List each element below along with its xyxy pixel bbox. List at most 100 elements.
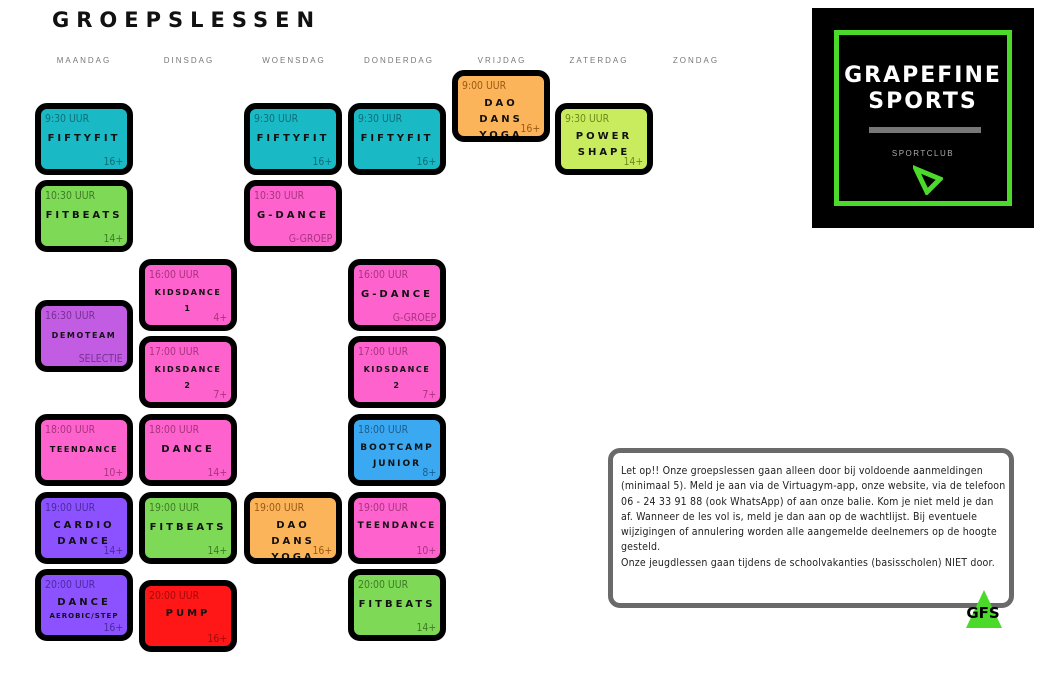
class-name: DAO DANS YOGA [271, 520, 315, 563]
notice-box: Let op!! Onze groepslessen gaan alleen d… [608, 448, 1014, 608]
class-time: 16:00 UUR [149, 268, 200, 281]
class-tag: 10+ [103, 466, 123, 479]
class-time: 19:00 UUR [149, 501, 200, 514]
day-header-maandag: MAANDAG [56, 56, 112, 65]
class-time: 9:30 UUR [565, 112, 610, 125]
class-tag: SELECTIE [79, 352, 123, 365]
class-time: 19:00 UUR [254, 501, 305, 514]
class-name: BOOTCAMP JUNIOR [360, 443, 434, 469]
class-time: 10:30 UUR [254, 189, 305, 202]
class-name: FIFTYFIT [47, 133, 121, 144]
class-card[interactable]: 19:00 UUR TEENDANCE 10+ [348, 492, 446, 564]
class-time: 9:00 UUR [462, 79, 507, 92]
class-time: 16:30 UUR [45, 309, 96, 322]
class-card[interactable]: 18:00 UUR TEENDANCE 10+ [35, 414, 133, 486]
class-name: DEMOTEAM [51, 331, 117, 340]
class-name: CARDIO DANCE [53, 520, 115, 547]
class-tag: 7+ [213, 388, 227, 401]
class-tag: 14+ [103, 544, 123, 557]
class-name: FIFTYFIT [360, 133, 434, 144]
class-tag: 16+ [416, 155, 436, 168]
class-name: DAO DANS YOGA [479, 98, 523, 141]
class-card[interactable]: 20:00 UUR FITBEATS 14+ [348, 569, 446, 641]
class-tag: G-GROEP [392, 311, 436, 324]
class-name: KIDSDANCE 2 [154, 365, 222, 390]
class-time: 20:00 UUR [358, 578, 409, 591]
gfs-badge-icon: GFS [966, 590, 1002, 628]
grapefine-logo: GRAPEFINE SPORTS SPORTCLUB [812, 8, 1034, 228]
class-name-sub: AEROBIC/STEP [49, 612, 119, 620]
day-header-zaterdag: ZATERDAG [569, 56, 629, 65]
class-time: 10:30 UUR [45, 189, 96, 202]
class-tag: 16+ [520, 122, 540, 135]
class-name: FITBEATS [45, 210, 123, 221]
class-time: 18:00 UUR [149, 423, 200, 436]
class-card[interactable]: 16:00 UUR KIDSDANCE 1 4+ [139, 259, 237, 331]
gfs-badge-text: GFS [966, 604, 999, 622]
class-card[interactable]: 19:00 UUR DAO DANS YOGA 16+ [244, 492, 342, 564]
class-tag: 14+ [416, 621, 436, 634]
class-tag: 4+ [213, 311, 227, 324]
logo-divider [869, 127, 981, 133]
class-name: POWER SHAPE [575, 131, 633, 158]
class-time: 20:00 UUR [45, 578, 96, 591]
day-header-donderdag: DONDERDAG [363, 56, 434, 65]
class-tag: 14+ [103, 232, 123, 245]
class-card[interactable]: 9:00 UUR DAO DANS YOGA 16+ [452, 70, 550, 142]
class-time: 16:00 UUR [358, 268, 409, 281]
class-time: 9:30 UUR [358, 112, 403, 125]
class-tag: 16+ [103, 621, 123, 634]
class-card[interactable]: 16:00 UUR G-DANCE G-GROEP [348, 259, 446, 331]
day-header-dinsdag: DINSDAG [163, 56, 215, 65]
class-name: TEENDANCE [357, 521, 437, 531]
class-card[interactable]: 9:30 UUR FIFTYFIT 16+ [348, 103, 446, 175]
class-name: FITBEATS [358, 599, 436, 610]
class-time: 20:00 UUR [149, 589, 200, 602]
class-name: DANCE [161, 444, 215, 455]
class-name: KIDSDANCE 1 [154, 288, 222, 313]
class-tag: 10+ [416, 544, 436, 557]
class-card[interactable]: 19:00 UUR FITBEATS 14+ [139, 492, 237, 564]
class-time: 19:00 UUR [45, 501, 96, 514]
class-card[interactable]: 16:30 UUR DEMOTEAM SELECTIE [35, 300, 133, 372]
logo-frame: GRAPEFINE SPORTS SPORTCLUB [834, 30, 1012, 206]
class-tag: 14+ [207, 544, 227, 557]
class-card[interactable]: 18:00 UUR DANCE 14+ [139, 414, 237, 486]
class-card[interactable]: 19:00 UUR CARDIO DANCE 14+ [35, 492, 133, 564]
class-name: PUMP [165, 608, 211, 619]
class-name: G-DANCE [361, 289, 433, 300]
class-card[interactable]: 10:30 UUR FITBEATS 14+ [35, 180, 133, 252]
class-card[interactable]: 17:00 UUR KIDSDANCE 2 7+ [348, 336, 446, 408]
class-time: 19:00 UUR [358, 501, 409, 514]
class-card[interactable]: 9:30 UUR FIFTYFIT 16+ [35, 103, 133, 175]
class-card[interactable]: 18:00 UUR BOOTCAMP JUNIOR 8+ [348, 414, 446, 486]
class-time: 17:00 UUR [358, 345, 409, 358]
class-card[interactable]: 10:30 UUR G-DANCE G-GROEP [244, 180, 342, 252]
class-tag: G-GROEP [288, 232, 332, 245]
class-tag: 14+ [207, 466, 227, 479]
class-time: 18:00 UUR [45, 423, 96, 436]
class-time: 9:30 UUR [45, 112, 90, 125]
class-tag: 7+ [422, 388, 436, 401]
class-name: FIFTYFIT [256, 133, 330, 144]
class-card[interactable]: 9:30 UUR POWER SHAPE 14+ [555, 103, 653, 175]
class-name: FITBEATS [149, 522, 227, 533]
class-card[interactable]: 20:00 UUR PUMP 16+ [139, 580, 237, 652]
class-name: KIDSDANCE 2 [363, 365, 431, 390]
day-header-zondag: ZONDAG [672, 56, 720, 65]
class-tag: 16+ [103, 155, 123, 168]
class-tag: 16+ [312, 155, 332, 168]
class-time: 17:00 UUR [149, 345, 200, 358]
day-header-woensdag: WOENSDAG [262, 56, 326, 65]
class-tag: 14+ [623, 155, 643, 168]
page-title: GROEPSLESSEN [52, 8, 322, 32]
class-time: 18:00 UUR [358, 423, 409, 436]
class-name: G-DANCE [257, 210, 329, 221]
class-tag: 16+ [207, 632, 227, 645]
class-card[interactable]: 9:30 UUR FIFTYFIT 16+ [244, 103, 342, 175]
class-card[interactable]: 17:00 UUR KIDSDANCE 2 7+ [139, 336, 237, 408]
class-tag: 8+ [422, 466, 436, 479]
day-header-vrijdag: VRIJDAG [477, 56, 527, 65]
